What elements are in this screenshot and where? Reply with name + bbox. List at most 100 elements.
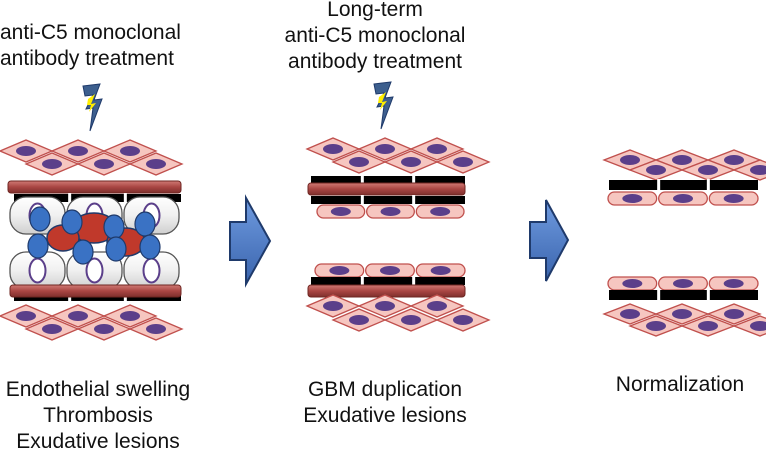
cell-nucleus	[375, 301, 395, 311]
cell-nucleus	[427, 144, 447, 154]
cell-nucleus	[68, 146, 88, 156]
cell-nucleus	[16, 146, 36, 156]
cell-nucleus	[750, 165, 766, 175]
caption-line: Endothelial swelling	[5, 378, 191, 401]
cell-nucleus	[142, 257, 161, 284]
cell-nucleus	[349, 157, 369, 167]
lightning-icon	[82, 83, 103, 132]
panel-2-treatment-label: Long-term anti-C5 monoclonal antibody tr…	[270, 0, 480, 75]
platelet	[134, 211, 156, 237]
caption-line: Exudative lesions	[16, 430, 180, 453]
platelet	[72, 239, 94, 265]
basement-membrane	[311, 277, 465, 285]
basement-membrane	[311, 196, 465, 204]
platelets	[27, 206, 161, 265]
cell-nucleus	[349, 315, 369, 325]
basement-black-layer	[311, 276, 465, 286]
cell-junction	[412, 276, 416, 286]
cell-nucleus	[28, 257, 47, 284]
cell-junction	[360, 276, 364, 286]
cell-junction	[360, 175, 364, 185]
panel-2-caption: GBM duplication Exudative lesions	[285, 377, 485, 429]
panel-1-tissue	[0, 83, 184, 341]
cell-nucleus	[673, 279, 693, 288]
basement-black-layer	[609, 289, 758, 301]
cell-nucleus	[453, 157, 473, 167]
cell-nucleus	[94, 159, 114, 169]
cell-nucleus	[94, 324, 114, 334]
cell-nucleus	[723, 194, 744, 203]
caption-line: Normalization	[615, 373, 745, 396]
arrow-right-icon	[229, 194, 272, 288]
basement-membrane	[311, 176, 465, 184]
cell-junction	[657, 289, 661, 301]
cell-nucleus	[646, 321, 666, 331]
gbm-band	[307, 182, 466, 196]
cell-nucleus	[723, 279, 744, 288]
cell-nucleus	[380, 207, 401, 216]
epithelial-layer-bottom	[0, 304, 184, 341]
cell-nucleus	[120, 146, 140, 156]
platelet	[139, 234, 161, 260]
epithelial-layer-bottom	[305, 294, 491, 332]
basement-black-layer	[609, 179, 758, 191]
platelet	[61, 209, 83, 235]
basement-membrane	[609, 290, 758, 300]
cell-nucleus	[453, 315, 473, 325]
arrow-right-icon	[529, 199, 570, 282]
cell-nucleus	[646, 165, 666, 175]
cell-nucleus	[68, 311, 88, 321]
cell-junction	[360, 195, 364, 205]
cell-junction	[706, 289, 710, 301]
endothelial-layer	[607, 276, 759, 291]
platelet	[27, 233, 49, 259]
cell-nucleus	[622, 194, 643, 203]
treatment-line: anti-C5 monoclonal	[0, 21, 181, 44]
cell-junction	[412, 175, 416, 185]
cell-nucleus	[430, 266, 451, 275]
basement-black-layer	[311, 175, 465, 185]
cell-nucleus	[146, 324, 166, 334]
cell-nucleus	[329, 266, 350, 275]
cell-nucleus	[724, 309, 744, 319]
cell-nucleus	[380, 266, 400, 275]
cell-junction	[68, 193, 72, 203]
panel-1-caption: Endothelial swelling Thrombosis Exudativ…	[0, 377, 196, 455]
panel-2-tissue	[305, 81, 491, 332]
cell-nucleus	[330, 207, 351, 216]
cell-nucleus	[16, 311, 36, 321]
cell-nucleus	[401, 157, 421, 167]
epithelial-layer-top	[0, 139, 184, 176]
endothelial-layer	[314, 263, 466, 278]
cell-nucleus	[672, 155, 692, 165]
caption-line: Thrombosis	[43, 404, 153, 427]
endothelial-layer	[316, 204, 465, 219]
platelet	[29, 206, 51, 232]
lightning-icon	[373, 81, 394, 130]
platelet	[103, 214, 125, 240]
panel-3-tissue	[602, 149, 766, 337]
cell-nucleus	[85, 257, 104, 284]
endothelial-layer	[607, 191, 759, 206]
platelet	[105, 236, 127, 262]
cell-junction	[657, 179, 661, 191]
treatment-line: antibody treatment	[0, 47, 174, 70]
cell-nucleus	[750, 321, 766, 331]
cell-nucleus	[120, 311, 140, 321]
cell-nucleus	[323, 301, 343, 311]
cell-nucleus	[146, 159, 166, 169]
cell-nucleus	[375, 144, 395, 154]
caption-line: GBM duplication	[307, 378, 463, 401]
panel-3-caption: Normalization	[590, 372, 766, 398]
cell-nucleus	[698, 165, 718, 175]
gbm-band	[9, 284, 182, 298]
cell-nucleus	[427, 301, 447, 311]
cell-nucleus	[620, 309, 640, 319]
cell-nucleus	[42, 159, 62, 169]
cell-junction	[706, 179, 710, 191]
cell-nucleus	[672, 309, 692, 319]
epithelial-layer-top	[305, 137, 491, 174]
epithelial-layer-bottom	[602, 303, 766, 337]
